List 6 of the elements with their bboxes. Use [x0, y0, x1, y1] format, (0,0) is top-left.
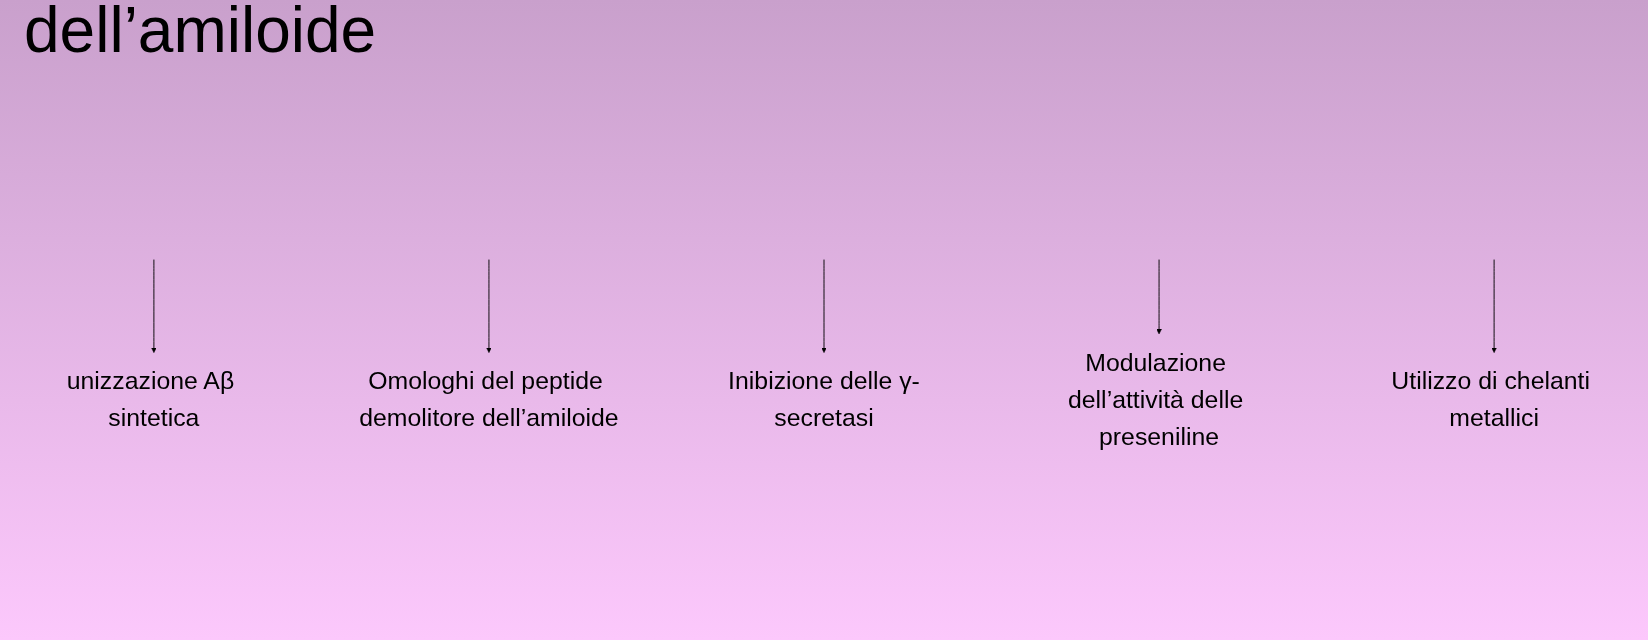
node-text: unizzazione Aβ sintetica: [66, 366, 235, 432]
node-text: Inibizione delle γ-secretasi: [728, 366, 920, 432]
node-text: Utilizzo di chelanti metallici: [1391, 366, 1590, 432]
node-text: Modulazione dell’attività delle preseniline: [1068, 348, 1244, 450]
title: dell’amiloide: [24, 0, 377, 60]
node-text: Omologhi del peptide demolitore dell’amiloide: [359, 366, 619, 432]
